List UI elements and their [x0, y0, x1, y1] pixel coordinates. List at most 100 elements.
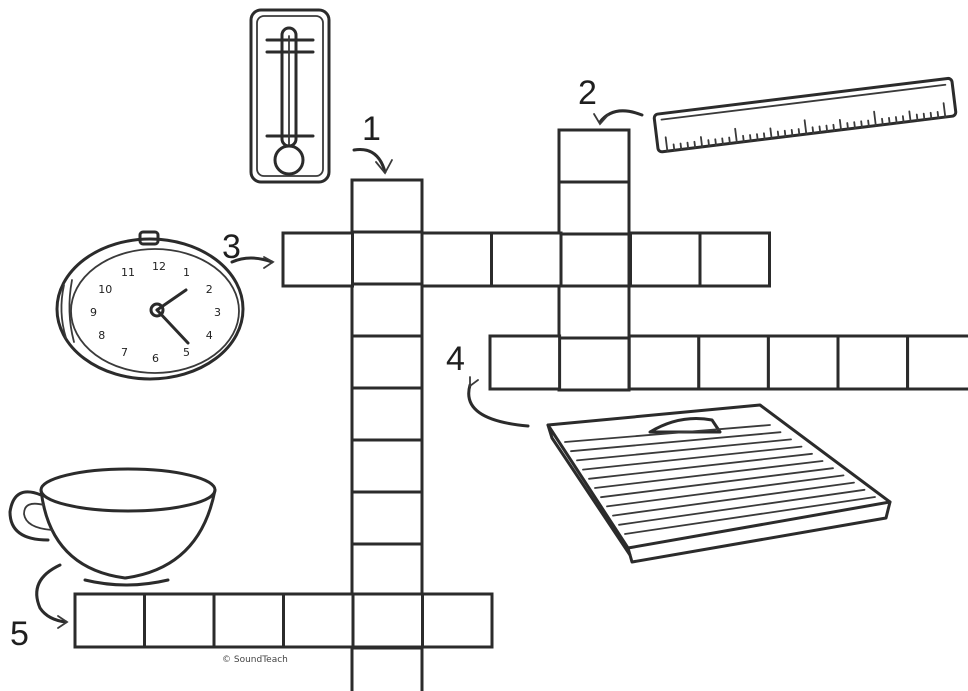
ruler-tick: [672, 143, 676, 152]
crossword-grid: [73, 128, 968, 691]
grid-cell-1-5[interactable]: [350, 386, 424, 442]
clock-numeral: 8: [98, 329, 105, 342]
grid-cell-2-3[interactable]: [557, 232, 631, 288]
grid-cell-2-5[interactable]: [557, 336, 631, 392]
clock-numeral: 11: [121, 266, 135, 279]
scale-ridge: [570, 431, 782, 453]
grid-cell-1-10[interactable]: [350, 646, 424, 691]
ruler-tick: [790, 128, 794, 137]
ruler-tick: [699, 136, 704, 148]
scale-ridge: [582, 445, 803, 471]
ruler-tick: [742, 134, 745, 143]
ruler-tick: [776, 130, 780, 139]
clock-numeral: 6: [152, 352, 159, 365]
grid-cell-5-4[interactable]: [282, 592, 355, 649]
ruler-tick: [811, 126, 815, 135]
ruler-tick: [734, 127, 738, 144]
ruler-tick: [749, 134, 752, 142]
grid-cell-3-4[interactable]: [490, 231, 563, 288]
ruler-tick: [873, 110, 877, 127]
grid-cell-1-3[interactable]: [350, 282, 424, 338]
ruler-tick: [901, 115, 905, 124]
ruler-tick: [860, 120, 863, 129]
ruler-tick: [832, 123, 836, 132]
grid-cell-3-1[interactable]: [281, 231, 354, 288]
ruler-tick: [915, 113, 919, 122]
clue-number-2: 2: [578, 74, 597, 112]
ruler-tick: [846, 122, 849, 130]
clock-numeral: 5: [183, 346, 190, 359]
clock-numeral: 2: [206, 283, 213, 296]
ruler-tick: [679, 142, 683, 151]
scale-ridge: [600, 467, 834, 499]
ruler-tick: [853, 121, 856, 130]
clock-numeral: 3: [214, 306, 221, 319]
grid-cell-5-2[interactable]: [143, 592, 216, 649]
ruler-tick: [936, 111, 940, 119]
grid-cell-1-4[interactable]: [350, 334, 424, 390]
scale-ridge: [612, 481, 855, 517]
ruler-tick: [763, 132, 766, 141]
grid-cell-2-4[interactable]: [557, 284, 631, 340]
ruler-tick: [803, 119, 808, 136]
ruler-tick: [881, 117, 884, 126]
grid-cell-5-1[interactable]: [73, 592, 146, 649]
ruler-tick: [825, 124, 829, 133]
clock-numeral: 4: [206, 329, 213, 342]
grid-cell-2-2[interactable]: [557, 180, 631, 236]
ruler-tick: [797, 128, 801, 136]
grid-cell-4-3[interactable]: [627, 334, 701, 391]
bathroom-scale-icon: [546, 403, 892, 564]
grid-cell-1-2[interactable]: [350, 230, 424, 286]
ruler-tick: [664, 136, 669, 153]
grid-cell-3-6[interactable]: [629, 231, 702, 288]
grid-cell-4-6[interactable]: [836, 334, 910, 391]
ruler-tick: [929, 111, 933, 120]
ruler-tick: [728, 136, 731, 145]
grid-cell-1-8[interactable]: [350, 542, 424, 598]
clock-numeral: 7: [121, 346, 128, 359]
ruler-tick: [838, 119, 842, 131]
clue-number-1: 1: [362, 110, 381, 148]
grid-cell-1-1[interactable]: [350, 178, 424, 234]
scale-ridge: [594, 460, 824, 489]
grid-cell-1-6[interactable]: [350, 438, 424, 494]
ruler-tick: [942, 102, 947, 118]
thermometer-icon: [249, 8, 331, 184]
ruler-tick: [707, 139, 710, 147]
ruler-tick: [783, 129, 787, 138]
ruler-tick: [908, 110, 912, 123]
grid-cell-4-4[interactable]: [697, 334, 770, 391]
grid-cell-3-3[interactable]: [420, 231, 493, 288]
clock-numeral: 10: [98, 283, 112, 296]
scale-ridge: [606, 474, 845, 508]
ruler-tick: [867, 119, 870, 128]
ruler-tick: [888, 117, 891, 125]
grid-cell-2-1[interactable]: [557, 128, 631, 184]
ruler-tick: [756, 133, 759, 141]
ruler-tick: [721, 137, 724, 146]
grid-cell-5-3[interactable]: [212, 592, 285, 649]
clue-number-5: 5: [10, 615, 29, 653]
scale-ridge: [624, 496, 876, 535]
ruler-tick: [922, 112, 926, 121]
ruler-tick: [686, 141, 690, 150]
ruler-tick: [895, 116, 898, 124]
scale-ridge: [588, 452, 813, 480]
grid-cell-1-7[interactable]: [350, 490, 424, 546]
scale-ridge: [618, 488, 866, 526]
grid-cell-5-5[interactable]: [351, 592, 424, 649]
grid-cell-4-1[interactable]: [488, 334, 562, 391]
measuring-cup-icon: [8, 467, 217, 587]
clue-arrows: [35, 109, 644, 629]
clock-numeral: 12: [152, 260, 166, 273]
ruler-tick: [693, 140, 697, 149]
grid-cell-4-7[interactable]: [906, 334, 968, 391]
grid-cell-4-5[interactable]: [766, 334, 840, 391]
grid-cell-5-6[interactable]: [421, 592, 494, 649]
ruler-tick: [714, 138, 717, 147]
clue-number-4: 4: [446, 340, 465, 378]
grid-cell-3-7[interactable]: [698, 231, 771, 288]
